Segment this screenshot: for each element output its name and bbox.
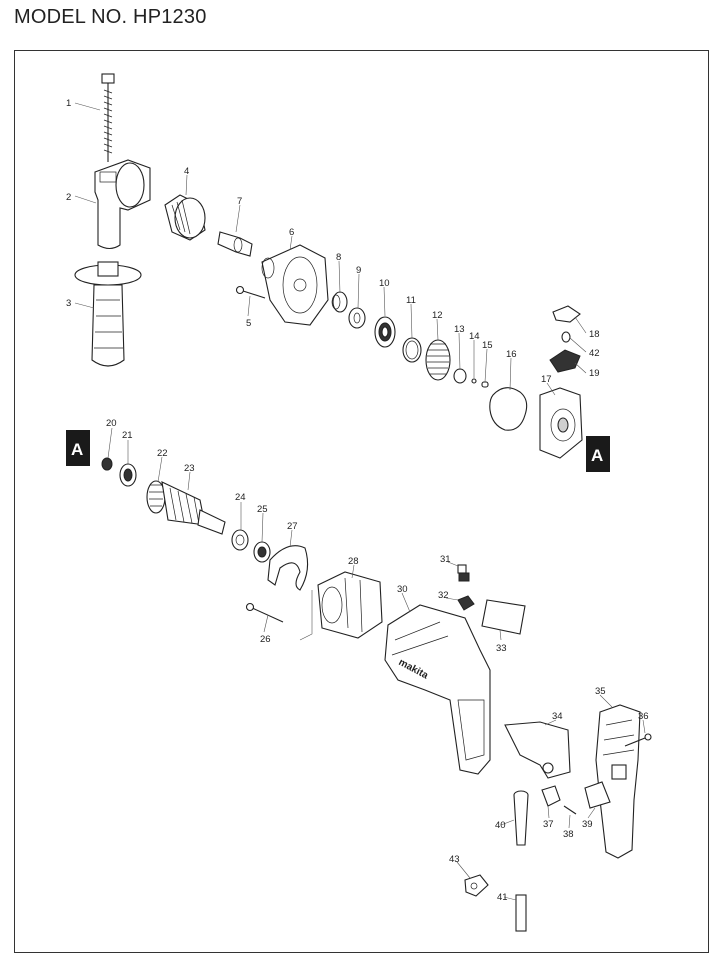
part-2-grip-clamp — [94, 159, 151, 250]
diagram-frame — [14, 50, 709, 953]
part-label-36: 36 — [638, 711, 649, 722]
part-31-terminal — [457, 564, 470, 582]
part-label-13: 13 — [454, 324, 465, 335]
part-35-handle-cover — [595, 704, 641, 859]
part-36-screw — [624, 733, 652, 747]
part-label-2: 2 — [66, 192, 71, 203]
part-label-1: 1 — [66, 98, 71, 109]
part-label-35: 35 — [595, 686, 606, 697]
part-label-38: 38 — [563, 829, 574, 840]
part-8-bushing — [331, 291, 348, 313]
part-22-23-armature — [146, 480, 226, 535]
part-40-cord-guard — [513, 790, 529, 846]
part-label-6: 6 — [289, 227, 294, 238]
section-marker-a-right: A — [586, 436, 610, 472]
part-12-gear — [425, 339, 451, 381]
part-19-change-plate — [549, 349, 581, 373]
part-label-26: 26 — [260, 634, 271, 645]
part-13-ring — [453, 368, 467, 384]
part-label-25: 25 — [257, 504, 268, 515]
part-18-change-knob — [552, 305, 581, 323]
part-14-ball — [471, 378, 477, 384]
part-label-28: 28 — [348, 556, 359, 567]
part-7-spindle — [217, 231, 253, 257]
part-42-o-ring — [561, 331, 571, 343]
part-label-3: 3 — [66, 298, 71, 309]
part-label-24: 24 — [235, 492, 246, 503]
part-5-screw — [235, 285, 266, 299]
part-label-16: 16 — [506, 349, 517, 360]
part-label-10: 10 — [379, 278, 390, 289]
part-28-field — [317, 571, 383, 639]
part-33-name-plate — [481, 599, 526, 635]
part-label-34: 34 — [552, 711, 563, 722]
part-label-39: 39 — [582, 819, 593, 830]
part-32-strain-relief — [457, 595, 475, 611]
part-label-37: 37 — [543, 819, 554, 830]
svg-text:A: A — [71, 440, 83, 459]
part-27-baffle-plate — [267, 545, 309, 591]
part-label-12: 12 — [432, 310, 443, 321]
svg-text:A: A — [591, 446, 603, 465]
part-20-washer — [101, 457, 113, 471]
part-label-4: 4 — [184, 166, 189, 177]
part-label-32: 32 — [438, 590, 449, 601]
part-label-30: 30 — [397, 584, 408, 595]
part-label-8: 8 — [336, 252, 341, 263]
part-label-21: 21 — [122, 430, 133, 441]
part-label-7: 7 — [237, 196, 242, 207]
part-39-cord-guard-bracket — [584, 781, 611, 809]
part-25-bearing — [253, 541, 271, 563]
part-label-22: 22 — [157, 448, 168, 459]
part-label-27: 27 — [287, 521, 298, 532]
part-label-43: 43 — [449, 854, 460, 865]
part-17-bearing-box — [539, 387, 583, 459]
part-6-gear-housing — [261, 244, 329, 326]
part-label-23: 23 — [184, 463, 195, 474]
part-37-strain-relief — [541, 785, 561, 807]
part-34-switch — [504, 721, 571, 779]
part-label-40: 40 — [495, 820, 506, 831]
part-label-31: 31 — [440, 554, 451, 565]
part-label-17: 17 — [541, 374, 552, 385]
part-label-42: 42 — [589, 348, 600, 359]
part-38-screw — [563, 805, 577, 815]
part-10-bearing — [374, 316, 396, 348]
part-label-33: 33 — [496, 643, 507, 654]
part-3-side-handle — [74, 261, 142, 367]
part-16-o-ring — [489, 387, 528, 431]
part-label-18: 18 — [589, 329, 600, 340]
part-label-14: 14 — [469, 331, 480, 342]
part-label-20: 20 — [106, 418, 117, 429]
part-4-chuck — [164, 194, 206, 241]
part-label-19: 19 — [589, 368, 600, 379]
part-15-pin — [481, 381, 489, 388]
part-26-screw — [245, 602, 284, 623]
part-41-cord — [515, 894, 527, 932]
section-marker-a-left: A — [66, 430, 90, 466]
part-1-depth-rod — [101, 73, 115, 162]
part-24-insulation-washer — [231, 529, 249, 551]
part-label-9: 9 — [356, 265, 361, 276]
part-9-washer — [348, 307, 366, 329]
model-title: MODEL NO. HP1230 — [14, 6, 207, 28]
part-label-15: 15 — [482, 340, 493, 351]
part-label-41: 41 — [497, 892, 508, 903]
part-label-5: 5 — [246, 318, 251, 329]
part-30-housing: makita — [384, 604, 491, 775]
part-21-bearing — [119, 463, 137, 487]
part-label-11: 11 — [406, 295, 416, 306]
part-43-cord-clamp — [464, 874, 489, 897]
